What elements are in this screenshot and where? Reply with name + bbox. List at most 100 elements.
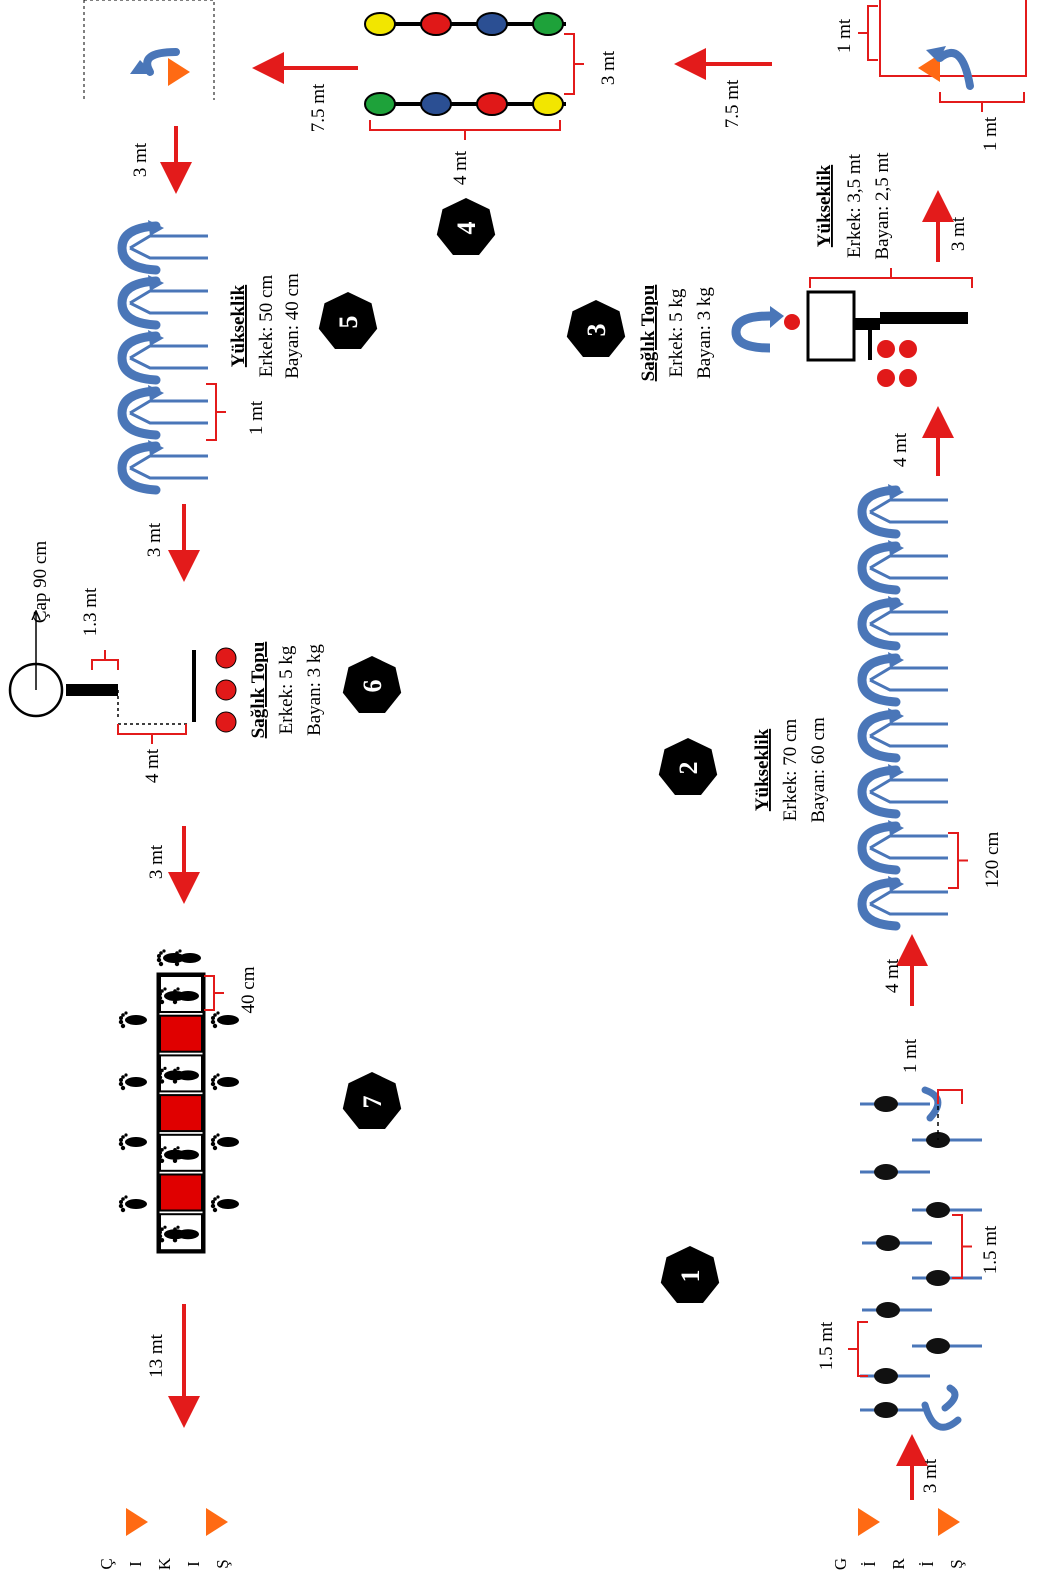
turn-cone-left — [168, 58, 190, 86]
hoop-height-label: 1.3 mt — [80, 587, 101, 636]
rope-marker — [420, 12, 452, 36]
slalom-pole — [910, 1200, 984, 1220]
station4-width-label: 4 mt — [450, 150, 471, 185]
station5-female-label: Bayan: 40 cm — [282, 273, 303, 379]
entry-cone-1 — [858, 1508, 880, 1536]
turn-box-brace-a — [858, 5, 878, 61]
slalom-pole — [858, 1400, 932, 1420]
footprint-icon — [118, 1073, 147, 1091]
slalom-pole — [910, 1268, 984, 1288]
station3-height-female-label: Bayan: 2,5 mt — [872, 152, 893, 260]
station1-brace-a — [848, 1321, 868, 1377]
ladder-cell-size-label: 40 cm — [238, 966, 259, 1013]
station5-badge-number: 5 — [334, 316, 363, 329]
entry-cone-2 — [938, 1508, 960, 1536]
medicine-ball — [215, 711, 237, 733]
turn-icon-left-arrowhead — [130, 60, 154, 74]
station6-badge-number: 6 — [358, 680, 387, 693]
station3-height-male-label: Erkek: 3,5 mt — [844, 153, 865, 258]
exit-letter: K — [155, 1557, 174, 1570]
box-target — [806, 290, 856, 362]
ladder-cell-brace — [204, 975, 224, 1011]
station3-badge-number: 3 — [582, 324, 611, 337]
station5-entry-gap-label: 3 mt — [130, 142, 151, 177]
station1-exit-gap-label: 4 mt — [882, 958, 903, 993]
station1-spacing-b-label: 1.5 mt — [980, 1225, 1001, 1274]
exit-letter: Ç — [97, 1558, 116, 1569]
footprint-icon — [210, 1133, 239, 1151]
station1-brace-b — [952, 1214, 972, 1279]
entry-letter: Ş — [947, 1559, 966, 1568]
station5-male-label: Erkek: 50 cm — [256, 275, 277, 378]
hoop-height-brace — [91, 650, 119, 670]
entry-letter: G — [831, 1558, 850, 1570]
hurdle-5 — [122, 440, 208, 490]
entry-letter: İ — [918, 1561, 937, 1567]
station4-run-label: 7.5 mt — [308, 83, 329, 132]
exit-cone-1 — [126, 1508, 148, 1536]
slalom-pole — [860, 1233, 934, 1253]
station2-spacing-label: 120 cm — [982, 832, 1003, 889]
slalom-pole — [858, 1366, 932, 1386]
turn-box-turn-arrowhead — [926, 46, 946, 62]
hurdle-2 — [862, 484, 948, 534]
exit-letter: I — [126, 1561, 145, 1567]
station4-width-brace — [369, 120, 561, 140]
station2-badge — [658, 738, 718, 795]
slalom-pole — [910, 1336, 984, 1356]
footprint-icon — [210, 1073, 239, 1091]
station2-badge-number: 2 — [674, 762, 703, 775]
thrown-ball — [784, 314, 800, 330]
rope-marker — [532, 12, 564, 36]
footprint-icon — [118, 1195, 147, 1213]
hurdle-2 — [862, 596, 948, 646]
slalom-pole — [858, 1094, 932, 1114]
station2-exit-gap-label: 4 mt — [890, 432, 911, 467]
medicine-ball — [215, 647, 237, 669]
hurdle-5 — [122, 220, 208, 270]
hurdle-5 — [122, 330, 208, 380]
turn-box-outline — [879, 0, 1027, 77]
medicine-ball — [215, 679, 237, 701]
footprint-icon — [210, 1195, 239, 1213]
hurdle-2 — [862, 652, 948, 702]
station1-spacing-c-label: 1 mt — [900, 1038, 921, 1073]
station3-female-label: Bayan: 3 kg — [694, 287, 715, 379]
station1-badge — [660, 1246, 720, 1303]
station3-turn-icon — [731, 311, 771, 353]
throw-distance-brace — [117, 724, 187, 744]
hurdle-2 — [862, 820, 948, 870]
medicine-ball — [877, 369, 895, 387]
footprint-icon — [118, 1133, 147, 1151]
turn-box-brace-b — [939, 92, 1025, 112]
ladder-cell-red — [159, 1014, 203, 1053]
station7-badge-number: 7 — [358, 1096, 387, 1109]
box-stand — [854, 312, 968, 330]
station4-depth-brace — [564, 33, 584, 95]
station5-spacing-label: 1 mt — [246, 400, 267, 435]
station1-start-gap-label: 3 mt — [920, 1458, 941, 1493]
station3-height-brace — [809, 268, 973, 288]
turn-box-side-b-label: 1 mt — [980, 116, 1001, 151]
slalom-pole — [858, 1162, 932, 1182]
rope-marker — [476, 12, 508, 36]
station3-height-heading: Yükseklik — [814, 164, 835, 247]
station4-depth-label: 3 mt — [598, 50, 619, 85]
throw-distance-label: 4 mt — [142, 748, 163, 783]
station3-badge — [566, 300, 626, 357]
hurdle-5 — [122, 385, 208, 435]
station1-brace-c — [937, 1089, 963, 1104]
station3-male-label: Erkek: 5 kg — [666, 288, 687, 377]
rope-marker — [476, 92, 508, 116]
turn-box-turn-icon — [936, 49, 974, 90]
hurdle-2 — [862, 876, 948, 926]
footprint-icon — [118, 1011, 147, 1029]
station3-exit-gap-label: 3 mt — [948, 216, 969, 251]
station5-badge — [318, 292, 378, 349]
footprint-icon — [210, 1011, 239, 1029]
station2-brace — [948, 832, 968, 889]
medicine-ball — [899, 369, 917, 387]
station5-heading: Yükseklik — [228, 284, 249, 367]
